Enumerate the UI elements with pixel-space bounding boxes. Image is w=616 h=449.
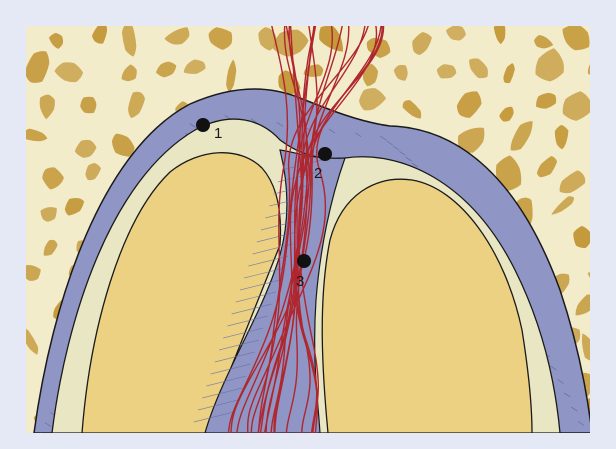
marker-1-dot <box>196 118 210 132</box>
marker-3-dot <box>297 254 311 268</box>
marker-3-label: 3 <box>296 273 304 290</box>
marker-2-label: 2 <box>314 165 322 182</box>
marker-2-dot <box>318 147 332 161</box>
marker-1-label: 1 <box>214 125 222 142</box>
